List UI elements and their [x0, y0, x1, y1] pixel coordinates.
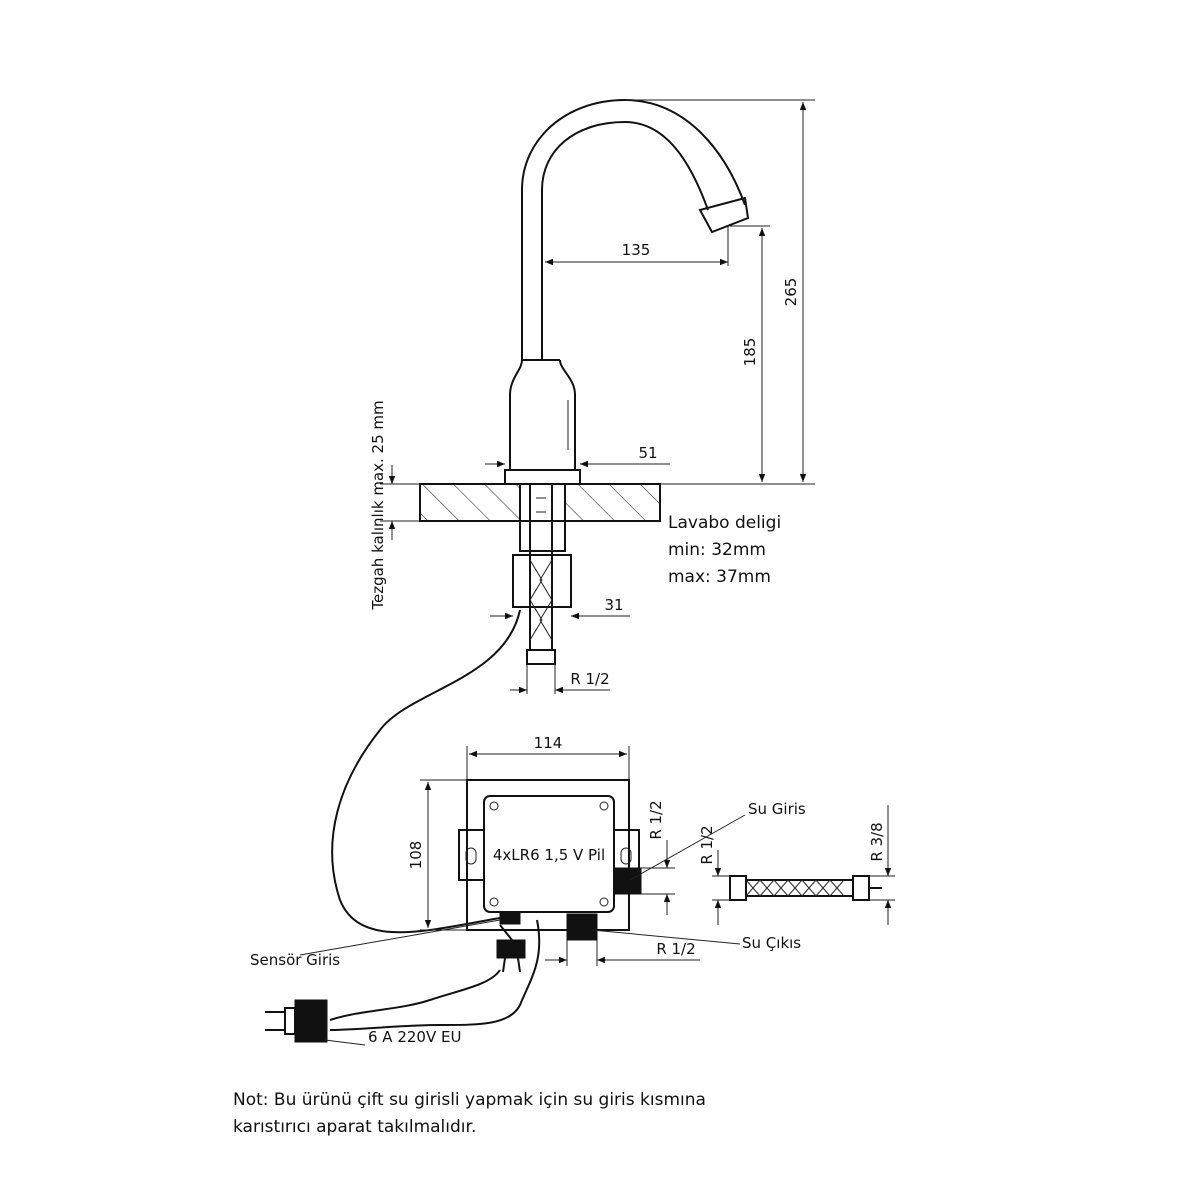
body-left — [509, 359, 523, 470]
spout-tip — [698, 196, 750, 234]
left-mount-ear — [458, 829, 485, 881]
countertop — [419, 483, 661, 522]
body-right — [559, 359, 576, 470]
dim-shank-diameter: 31 — [604, 596, 623, 614]
sensor-plug-assembly — [329, 919, 541, 1031]
shank-assembly — [512, 484, 572, 665]
basin-hole-title: Lavabo deligi — [668, 513, 781, 533]
inlet-thread: R 1/2 — [647, 800, 665, 839]
dim-base-diameter: 51 — [638, 444, 657, 462]
dim-box-height: 108 — [407, 841, 425, 870]
power-plug — [265, 999, 328, 1043]
counter-thickness-label: Tezgah kalınlık max. 25 mm — [369, 400, 387, 610]
note-line-2: karıstırıcı aparat takılmalıdır. — [233, 1117, 476, 1137]
faucet-dimensions: 265 185 135 51 31 R 1/2 Tezgah kalınlık … — [369, 99, 815, 694]
sensor-port — [499, 911, 521, 925]
outlet-connector — [566, 913, 598, 941]
dim-box-width: 114 — [534, 734, 563, 752]
sensor-plug — [496, 939, 526, 959]
power-cable — [329, 969, 501, 1021]
water-inlet-label: Su Giris — [748, 800, 806, 818]
battery-label: 4xLR6 1,5 V Pil — [493, 846, 605, 864]
faucet — [504, 98, 750, 485]
basin-hole-max: max: 37mm — [668, 567, 771, 587]
hose-nut — [526, 649, 556, 665]
flex-hose: R 1/2 R 3/8 — [698, 805, 895, 925]
box-outer — [466, 779, 630, 931]
note-line-1: Not: Bu ürünü çift su girisli yapmak içi… — [233, 1090, 706, 1110]
control-box: 4xLR6 1,5 V Pil — [458, 779, 642, 941]
dim-connection-thread: R 1/2 — [570, 670, 609, 688]
sensor-input-label: Sensör Giris — [250, 951, 340, 969]
sensor-cable — [331, 609, 521, 934]
dim-spout-height: 185 — [741, 338, 759, 367]
dim-total-height: 265 — [782, 278, 800, 307]
box-dimensions: 114 108 R 1/2 R 1/2 Su Giris Su Çıkıs Se… — [250, 734, 806, 1046]
power-label: 6 A 220V EU — [368, 1028, 461, 1046]
outlet-thread: R 1/2 — [656, 940, 695, 958]
basin-hole-min: min: 32mm — [668, 540, 766, 560]
inlet-connector — [614, 867, 642, 895]
plug-body — [294, 999, 328, 1043]
spout-inner — [541, 120, 709, 360]
dim-spout-reach: 135 — [622, 241, 651, 259]
water-outlet-label: Su Çıkıs — [742, 934, 801, 952]
faucet-base — [504, 469, 581, 485]
hose-thread-right: R 3/8 — [868, 822, 886, 861]
hose-thread-left: R 1/2 — [698, 825, 716, 864]
